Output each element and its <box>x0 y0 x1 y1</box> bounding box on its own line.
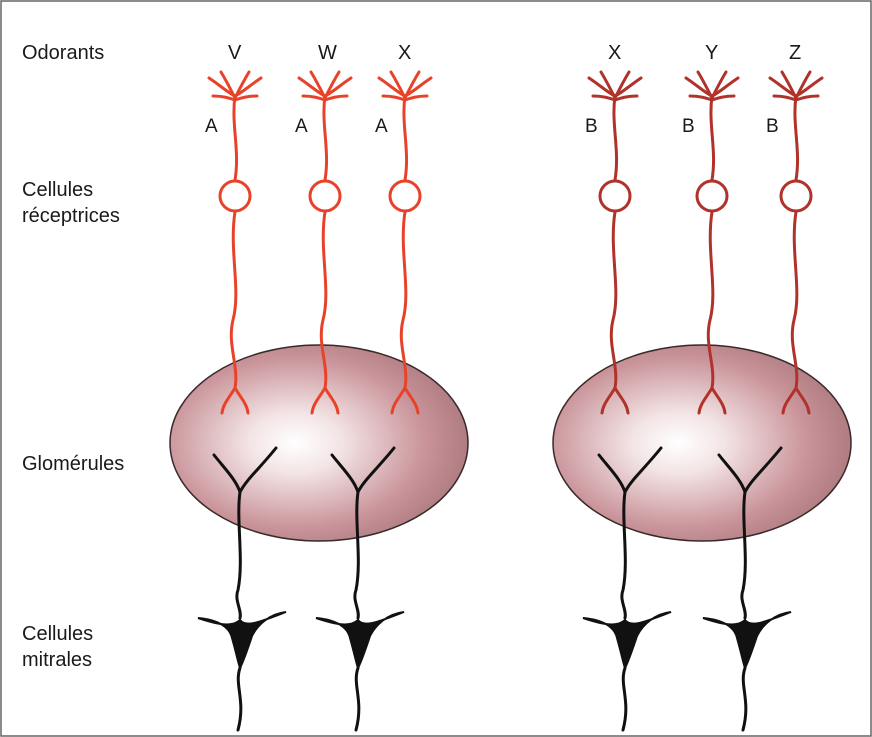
receptor-soma <box>310 181 340 211</box>
receptor-type-label: A <box>295 116 308 137</box>
receptor-soma <box>781 181 811 211</box>
receptor-soma <box>697 181 727 211</box>
receptor-soma <box>220 181 250 211</box>
receptor-type-label: B <box>682 116 695 137</box>
glomeruli-label: Glomérules <box>22 451 124 477</box>
receptor-type-label: A <box>205 116 218 137</box>
receptor-cells-label-line1: Cellules <box>22 177 93 203</box>
receptor-soma <box>390 181 420 211</box>
odorant-label: W <box>318 42 337 64</box>
receptor-type-label: B <box>585 116 598 137</box>
receptor-soma <box>600 181 630 211</box>
odorant-label: Z <box>789 42 801 64</box>
odorant-label: X <box>398 42 411 64</box>
mitral-soma <box>316 612 404 668</box>
receptor-type-label: B <box>766 116 779 137</box>
receptor-cells-label-line2: réceptrices <box>22 203 120 229</box>
odorant-label: V <box>228 42 242 64</box>
mitral-cells-label-line2: mitrales <box>22 647 92 673</box>
receptor-type-label: A <box>375 116 388 137</box>
mitral-soma <box>198 612 286 668</box>
odorant-label: X <box>608 42 621 64</box>
odorant-label: Y <box>705 42 718 64</box>
mitral-soma <box>583 612 671 668</box>
glomerulus-right <box>553 345 851 541</box>
mitral-cells-label-line1: Cellules <box>22 621 93 647</box>
mitral-soma <box>703 612 791 668</box>
odorants-label: Odorants <box>22 40 104 66</box>
glomerulus-left <box>170 345 468 541</box>
